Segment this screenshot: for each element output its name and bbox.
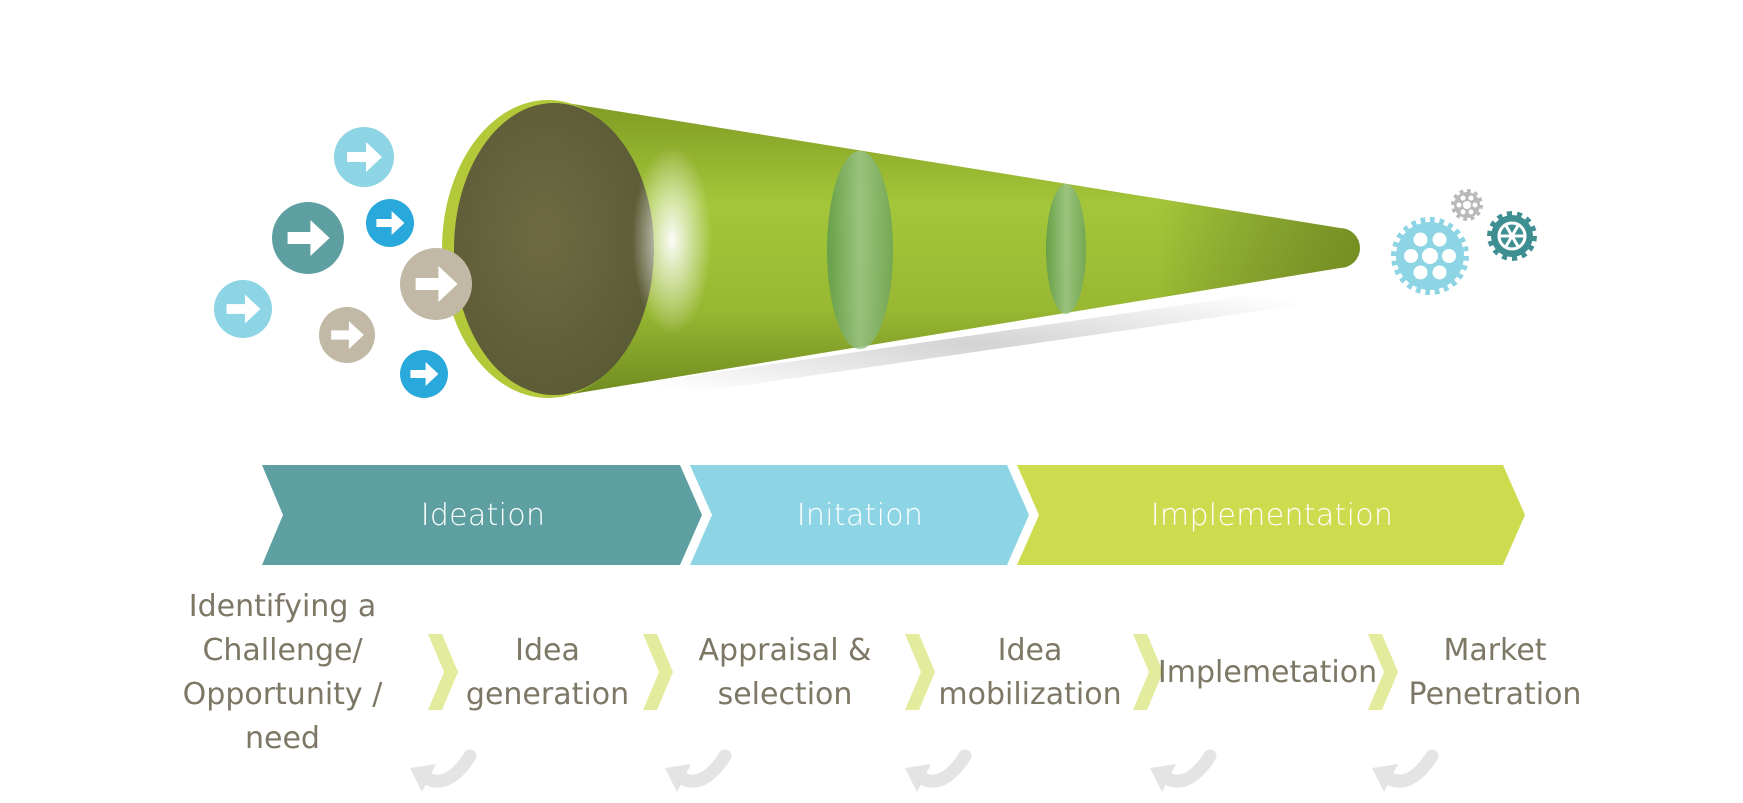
curved-arrow-icon	[905, 749, 972, 792]
funnel-ring-1	[827, 151, 893, 349]
phase-ideation-chevron	[262, 465, 702, 565]
funnel-shade	[548, 100, 1360, 398]
step-market-penetration: Market Penetration	[1408, 632, 1582, 712]
curved-arrow-icon	[665, 749, 732, 792]
chevron-right-icon	[428, 634, 458, 710]
phase-bar	[262, 465, 1525, 565]
curved-arrow-icon	[1372, 749, 1439, 792]
arrow-circle-icon	[214, 280, 272, 338]
step-implemetation: Implemetation	[1157, 654, 1378, 690]
output-gears	[1391, 189, 1537, 295]
step-idea-mobilization: Idea mobilization	[938, 632, 1122, 712]
funnel	[442, 100, 1360, 398]
feedback-arrows	[410, 749, 1439, 792]
funnel-mouth	[454, 103, 654, 395]
phase-ideation-label: Ideation	[420, 497, 546, 533]
chevron-right-icon	[1368, 634, 1398, 710]
curved-arrow-icon	[1150, 749, 1217, 792]
arrow-circle-icon	[319, 307, 375, 363]
funnel-highlight	[632, 145, 712, 335]
step-separators	[428, 634, 1398, 710]
chevron-right-icon	[643, 634, 673, 710]
arrow-circle-icon	[400, 350, 448, 398]
arrow-circle-icon	[334, 127, 394, 187]
arrow-circle-icon	[366, 199, 414, 247]
phase-implementation-chevron	[1017, 465, 1525, 565]
chevron-right-icon	[905, 634, 935, 710]
phase-implementation-label: Implementation	[1150, 497, 1394, 533]
funnel-ring-2	[1046, 184, 1086, 314]
input-arrows	[214, 127, 472, 398]
curved-arrow-icon	[410, 749, 477, 792]
chevron-right-icon	[1133, 634, 1163, 710]
phase-initation-label: Initation	[796, 497, 924, 533]
step-appraisal-selection: Appraisal & selection	[698, 632, 872, 712]
gear-icon	[1487, 211, 1537, 261]
step-idea-generation: Idea generation	[465, 632, 630, 712]
arrow-circle-icon	[400, 248, 472, 320]
gear-icon	[1451, 189, 1483, 221]
funnel-shadow	[560, 275, 1390, 412]
arrow-circle-icon	[272, 202, 344, 274]
phase-initation-chevron	[690, 465, 1029, 565]
gear-icon	[1391, 217, 1469, 295]
step-identifying-need: Identifying a Challenge/ Opportunity / n…	[182, 588, 383, 756]
